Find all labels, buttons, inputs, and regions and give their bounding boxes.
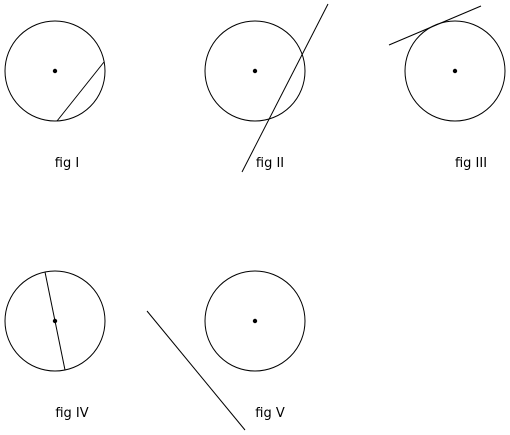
figure-5: fig V [146, 270, 306, 431]
figure-5-caption: fig V [255, 406, 285, 421]
figure-5-external-line [146, 310, 246, 431]
figure-2-circle [204, 20, 306, 122]
figure-4-circle [4, 270, 106, 372]
figure-3-tangent [388, 5, 482, 46]
figure-3-circle [404, 20, 506, 122]
figure-1-chord [56, 61, 105, 122]
figure-2-center-dot [252, 68, 258, 74]
figure-2-caption: fig II [256, 156, 284, 171]
figure-5-circle [204, 270, 306, 372]
figure-3-center-dot [452, 68, 458, 74]
figure-3-caption: fig III [455, 156, 487, 171]
figure-4: fig IV [4, 270, 106, 421]
figure-1: fig I [4, 20, 106, 171]
figure-1-caption: fig I [55, 156, 79, 171]
figure-2-secant [241, 3, 329, 173]
figure-1-circle [4, 20, 106, 122]
figure-2: fig II [204, 3, 329, 173]
figure-4-diameter [44, 271, 66, 371]
figure-3: fig III [388, 5, 506, 171]
figure-1-center-dot [52, 68, 58, 74]
figure-4-caption: fig IV [55, 406, 88, 421]
figure-5-center-dot [252, 318, 258, 324]
